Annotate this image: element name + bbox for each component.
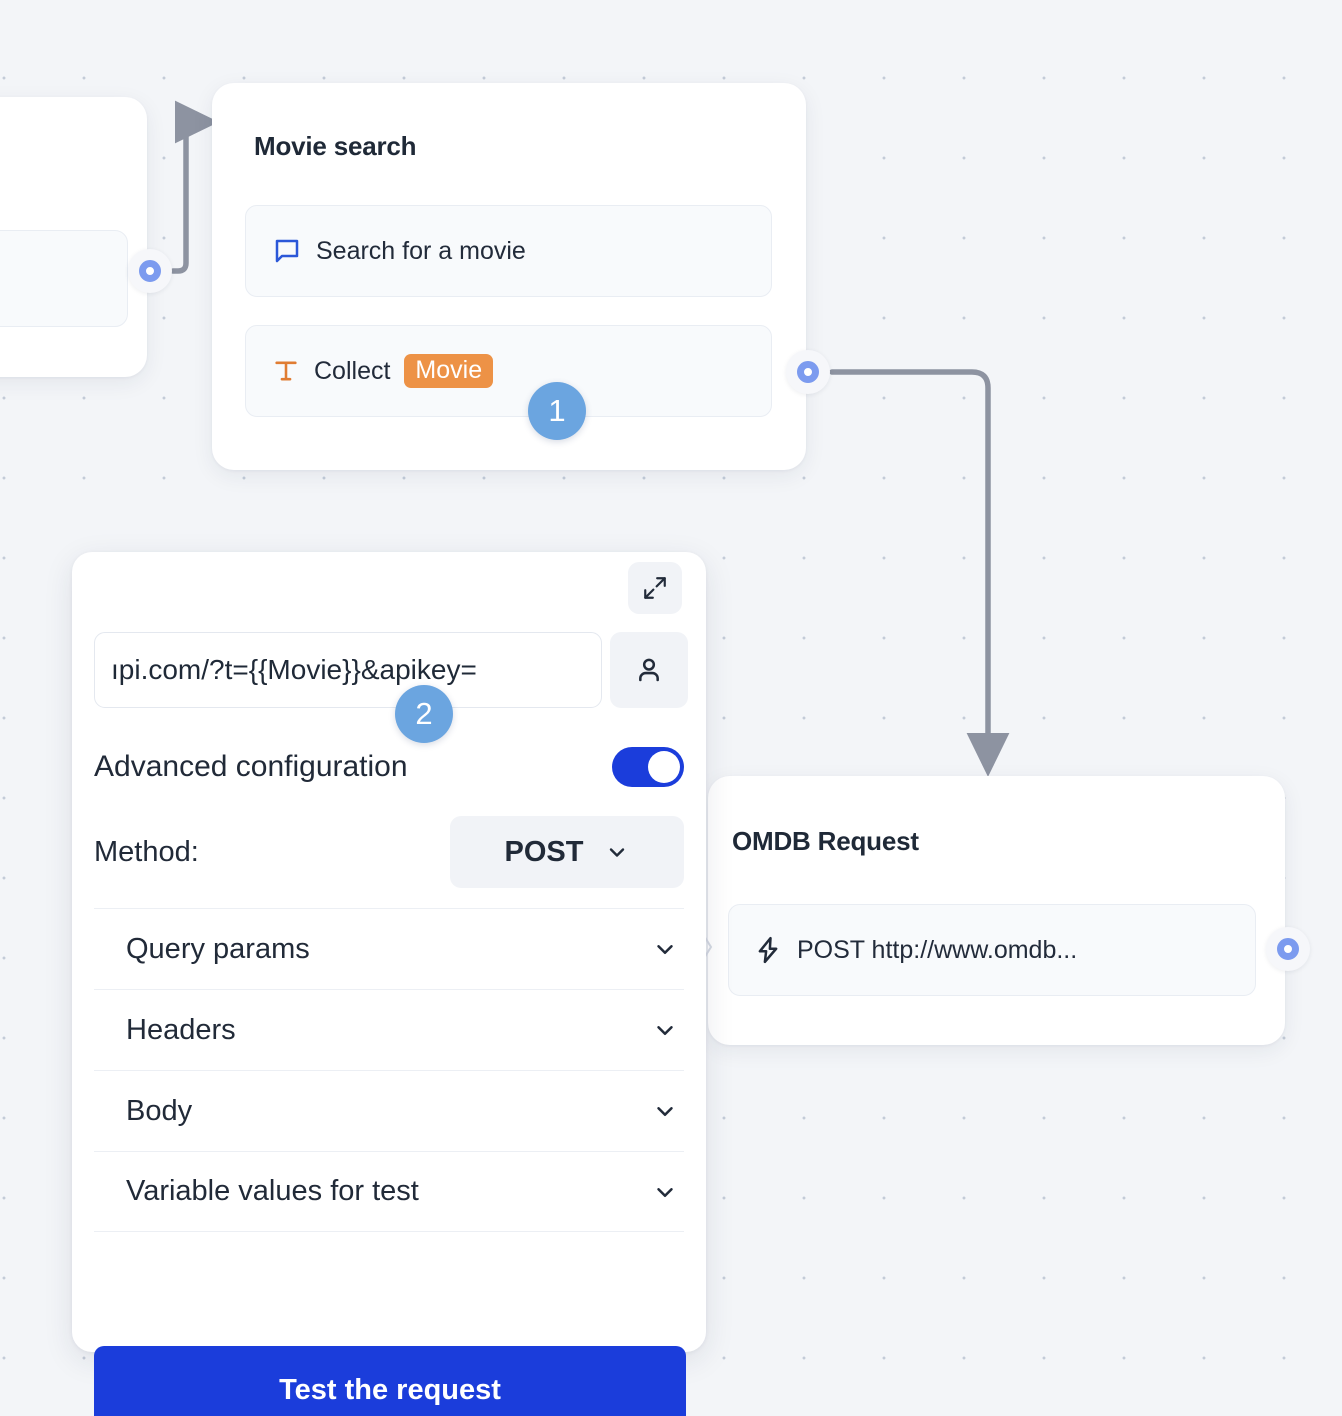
chevron-down-icon: [652, 1017, 678, 1043]
accordion-item-body[interactable]: Body: [94, 1070, 684, 1151]
step-badge-1: 1: [528, 382, 586, 440]
node-title-movie-search: Movie search: [254, 131, 417, 161]
node-card-omdb-request[interactable]: OMDB Request POST http://www.omdb...: [708, 776, 1285, 1045]
test-the-request-button[interactable]: Test the request: [94, 1346, 686, 1416]
connection-port-omdb-request[interactable]: [1266, 927, 1310, 971]
node-row-placeholder[interactable]: [0, 230, 128, 327]
accordion-item-query-params[interactable]: Query params: [94, 908, 684, 989]
accordion-label: Query params: [126, 932, 310, 965]
chevron-down-icon: [605, 840, 629, 864]
accordion-label: Body: [126, 1094, 193, 1127]
node-title-omdb-request: OMDB Request: [732, 826, 919, 856]
node-row-search-for-a-movie[interactable]: Search for a movie: [245, 205, 772, 297]
node-row-post-request[interactable]: POST http://www.omdb...: [728, 904, 1256, 996]
accordion-item-headers[interactable]: Headers: [94, 989, 684, 1070]
auth-user-button[interactable]: [610, 632, 688, 708]
accordion-label: Headers: [126, 1013, 236, 1046]
accordion-item-variable-values-for-test[interactable]: Variable values for test: [94, 1151, 684, 1232]
node-card-left-partial[interactable]: [0, 97, 147, 377]
node-row-label: POST http://www.omdb...: [797, 935, 1078, 964]
expand-diagonal-icon: [642, 575, 668, 601]
advanced-configuration-row: Advanced configuration: [94, 747, 684, 787]
method-selected-value: POST: [504, 835, 584, 868]
url-row: [94, 632, 688, 708]
chevron-down-icon: [652, 1098, 678, 1124]
lightning-bolt-icon: [753, 935, 783, 965]
request-accordion: Query params Headers Body: [94, 908, 684, 1232]
chevron-down-icon: [652, 1179, 678, 1205]
toggle-knob: [648, 751, 680, 783]
chat-bubble-icon: [272, 236, 302, 266]
connection-port-left-node[interactable]: [128, 249, 172, 293]
method-select-dropdown[interactable]: POST: [450, 816, 684, 888]
node-row-collect-movie[interactable]: Collect Movie: [245, 325, 772, 417]
chevron-down-icon: [652, 936, 678, 962]
node-row-label: Collect: [314, 356, 391, 385]
accordion-label: Variable values for test: [126, 1175, 419, 1207]
method-row: Method: POST: [94, 816, 684, 888]
request-config-panel[interactable]: Advanced configuration Method: POST Quer…: [72, 552, 706, 1352]
node-row-label: Search for a movie: [316, 236, 526, 265]
user-icon: [633, 654, 665, 686]
advanced-configuration-toggle[interactable]: [612, 747, 684, 787]
connection-port-movie-search[interactable]: [786, 350, 830, 394]
step-badge-2: 2: [395, 685, 453, 743]
text-field-icon: [272, 357, 300, 385]
method-label: Method:: [94, 835, 199, 868]
request-url-input[interactable]: [94, 632, 602, 708]
node-card-movie-search[interactable]: Movie search Search for a movie Collect …: [212, 83, 806, 470]
advanced-configuration-label: Advanced configuration: [94, 750, 408, 783]
variable-chip-movie[interactable]: Movie: [404, 353, 494, 389]
expand-panel-button[interactable]: [628, 562, 682, 614]
